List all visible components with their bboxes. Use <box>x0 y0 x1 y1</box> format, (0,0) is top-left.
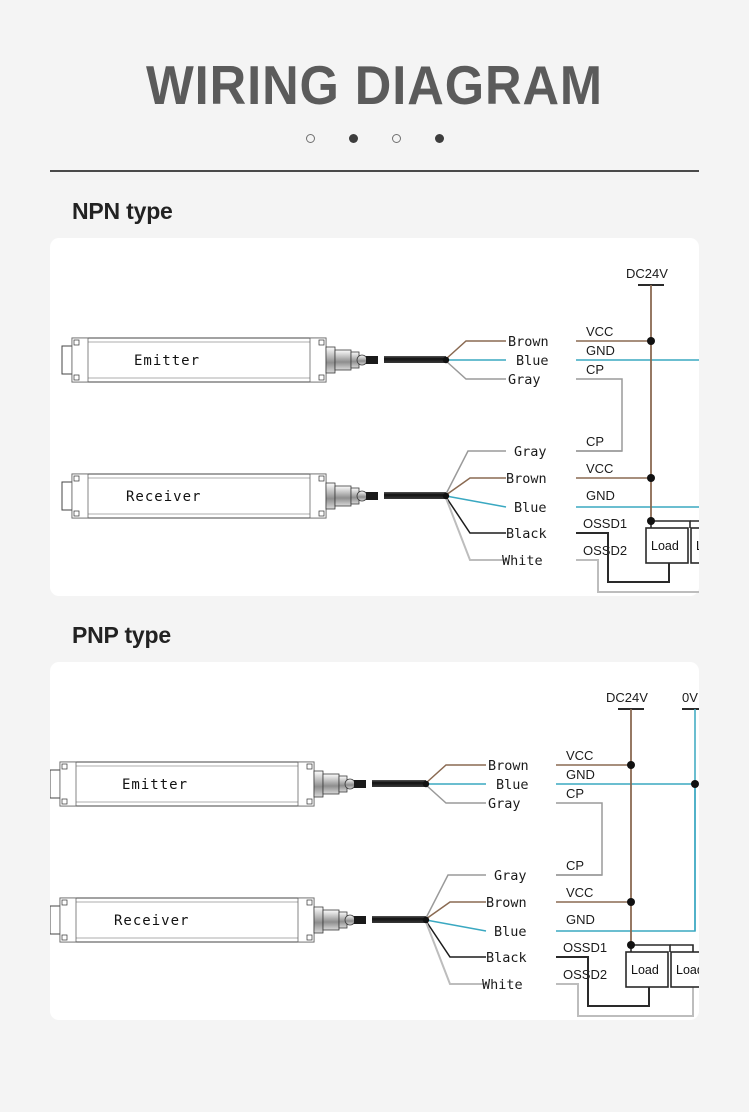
header-divider <box>50 170 699 172</box>
load-boxes-pnp: Load Load <box>625 951 699 988</box>
signal-label-cp-emitter-npn: CP <box>586 362 604 377</box>
signal-label-gnd-receiver-npn: GND <box>586 488 615 503</box>
rail-label-dc24v-pnp: DC24V <box>606 690 648 705</box>
supply-rails-npn: DC24V 0V <box>626 266 668 525</box>
dot-2-icon <box>348 134 358 143</box>
signal-label-ossd1-receiver-pnp: OSSD1 <box>563 940 607 955</box>
diagram-card-npn: Emitter Brown Blue G <box>50 238 699 596</box>
wire-label-white-receiver-npn: White <box>502 553 543 569</box>
emitter-device-npn: Emitter <box>61 337 446 383</box>
diagram-card-pnp: Emitter Brown Blue Gray <box>50 662 699 1020</box>
signal-label-vcc-receiver-npn: VCC <box>586 461 613 476</box>
signal-label-cp-emitter-pnp: CP <box>566 786 584 801</box>
dot-1-icon <box>305 134 315 143</box>
decorative-dots <box>0 134 749 143</box>
wire-label-brown-receiver-npn: Brown <box>506 471 547 487</box>
page-header: WIRING DIAGRAM <box>0 0 749 172</box>
wiring-diagram-npn: Emitter Brown Blue G <box>61 266 699 593</box>
dot-4-icon <box>434 134 444 143</box>
load-boxes-npn: Load Load <box>645 527 699 564</box>
signal-label-vcc-emitter-npn: VCC <box>586 324 613 339</box>
signal-label-cp-receiver-npn: CP <box>586 434 604 449</box>
receiver-device-npn: Receiver <box>61 473 446 519</box>
section-title-npn: NPN type <box>72 198 173 224</box>
signal-label-gnd-emitter-pnp: GND <box>566 767 595 782</box>
load-label-2-npn: Load <box>696 539 699 553</box>
wire-label-brown-emitter-pnp: Brown <box>488 758 529 774</box>
receiver-label-pnp: Receiver <box>114 913 189 929</box>
signal-label-gnd-receiver-pnp: GND <box>566 912 595 927</box>
signal-label-ossd2-receiver-pnp: OSSD2 <box>563 967 607 982</box>
rail-label-dc24v-npn: DC24V <box>626 266 668 281</box>
load-label-1-pnp: Load <box>631 963 659 977</box>
wire-label-blue-receiver-pnp: Blue <box>494 924 527 940</box>
signal-label-ossd2-receiver-npn: OSSD2 <box>583 543 627 558</box>
wire-label-gray-emitter-npn: Gray <box>508 372 541 388</box>
section-title-pnp: PNP type <box>72 622 171 648</box>
emitter-wires-npn: Brown Blue Gray VCC GND CP <box>442 324 699 452</box>
section-pnp: PNP type Emitter <box>50 622 699 1020</box>
signal-label-ossd1-receiver-npn: OSSD1 <box>583 516 627 531</box>
receiver-label-npn: Receiver <box>126 489 201 505</box>
load-label-2-pnp: Load <box>676 963 699 977</box>
wire-label-blue-emitter-pnp: Blue <box>496 777 529 793</box>
wire-label-white-receiver-pnp: White <box>482 977 523 993</box>
wire-label-blue-emitter-npn: Blue <box>516 353 549 369</box>
wire-label-blue-receiver-npn: Blue <box>514 500 547 516</box>
signal-label-gnd-emitter-npn: GND <box>586 343 615 358</box>
dot-3-icon <box>391 134 401 143</box>
wire-label-gray-receiver-pnp: Gray <box>494 868 527 884</box>
wiring-diagram-pnp: Emitter Brown Blue Gray <box>50 690 699 1017</box>
receiver-device-pnp: Receiver <box>50 897 426 943</box>
load-label-1-npn: Load <box>651 539 679 553</box>
page-title: WIRING DIAGRAM <box>145 54 603 116</box>
wire-label-black-receiver-npn: Black <box>506 526 547 542</box>
wire-label-brown-emitter-npn: Brown <box>508 334 549 350</box>
signal-label-vcc-receiver-pnp: VCC <box>566 885 593 900</box>
supply-rails-pnp: DC24V 0V <box>606 690 699 949</box>
wire-label-black-receiver-pnp: Black <box>486 950 527 966</box>
signal-label-vcc-emitter-pnp: VCC <box>566 748 593 763</box>
signal-label-cp-receiver-pnp: CP <box>566 858 584 873</box>
rail-label-0v-pnp: 0V <box>682 690 698 705</box>
emitter-label-npn: Emitter <box>134 353 200 369</box>
section-npn: NPN type <box>50 198 699 596</box>
emitter-label-pnp: Emitter <box>122 777 188 793</box>
wire-label-gray-receiver-npn: Gray <box>514 444 547 460</box>
emitter-device-pnp: Emitter <box>50 761 426 807</box>
wire-label-brown-receiver-pnp: Brown <box>486 895 527 911</box>
wire-label-gray-emitter-pnp: Gray <box>488 796 521 812</box>
emitter-wires-pnp: Brown Blue Gray VCC GND CP <box>422 748 695 876</box>
